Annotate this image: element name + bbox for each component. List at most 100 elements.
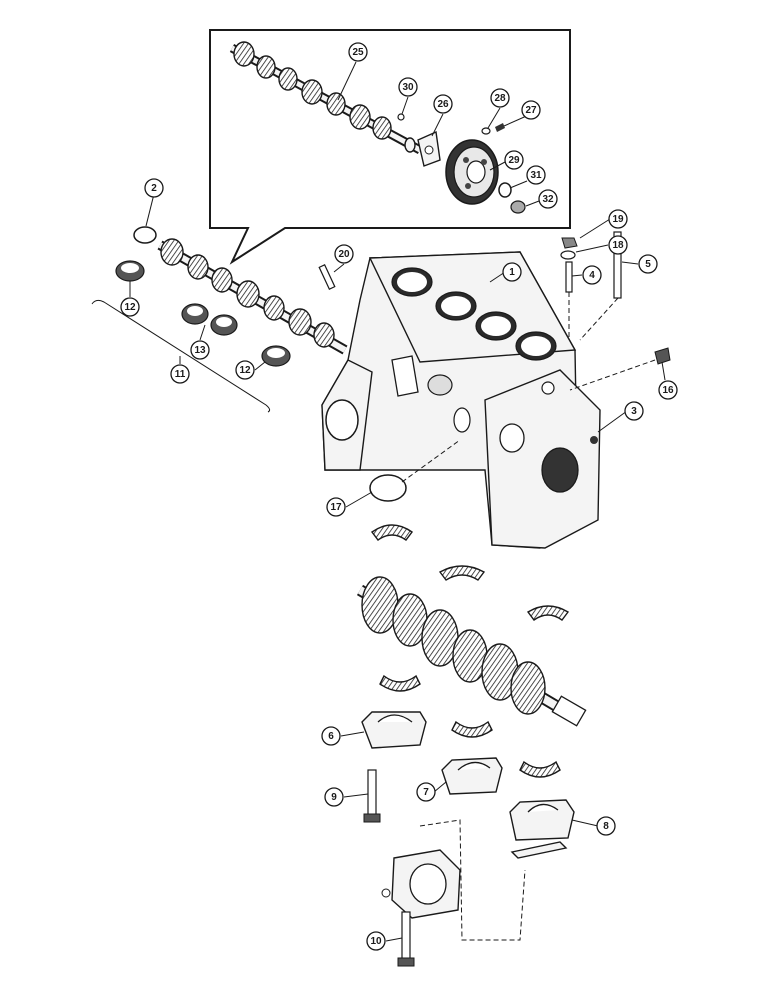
callout-number: 17	[330, 502, 342, 513]
main-bearing-upper-shells	[371, 524, 570, 621]
main-bearing-lower-shells	[379, 674, 561, 778]
callout-number: 10	[370, 936, 382, 947]
callout-number: 19	[612, 214, 624, 225]
callout-number: 27	[525, 105, 537, 116]
key	[397, 113, 405, 121]
callout-layer: 1234567891011121213161718192025262728293…	[120, 42, 678, 951]
callout-number: 25	[352, 47, 364, 58]
camshaft-detail-inset	[209, 29, 571, 265]
callout-17: 17	[326, 497, 346, 517]
callout-circle	[416, 782, 436, 802]
callout-number: 4	[589, 270, 595, 281]
callout-11: 11	[170, 364, 190, 384]
callout-number: 12	[239, 365, 251, 376]
callout-circle	[433, 94, 453, 114]
camshaft	[157, 238, 348, 355]
camshaft-gear	[445, 139, 499, 205]
callout-circle	[608, 235, 628, 255]
callout-number: 1	[509, 267, 515, 278]
callout-circle	[235, 360, 255, 380]
callout-16: 16	[658, 380, 678, 400]
callout-32: 32	[538, 189, 558, 209]
oil-pump-assembly	[381, 819, 568, 941]
callout-number: 2	[151, 183, 157, 194]
callout-circle	[170, 364, 190, 384]
callout-13: 13	[190, 340, 210, 360]
crankshaft	[356, 576, 587, 727]
callout-4: 4	[582, 265, 602, 285]
callout-27: 27	[521, 100, 541, 120]
callout-number: 18	[612, 240, 624, 251]
main-bearing-bolt	[363, 769, 381, 823]
callout-6: 6	[321, 726, 341, 746]
callout-1: 1	[502, 262, 522, 282]
callout-12: 12	[235, 360, 255, 380]
callout-number: 3	[631, 406, 637, 417]
callout-number: 26	[437, 99, 449, 110]
callout-circle	[638, 254, 658, 274]
camshaft-detail	[229, 41, 423, 154]
callout-circle	[504, 150, 524, 170]
callout-circle	[366, 931, 386, 951]
gear-nut	[510, 200, 526, 214]
callout-number: 7	[423, 787, 429, 798]
callout-number: 11	[175, 369, 186, 380]
callout-5: 5	[638, 254, 658, 274]
callout-10: 10	[366, 931, 386, 951]
callout-18: 18	[608, 235, 628, 255]
callout-number: 30	[402, 82, 414, 93]
callout-circle	[120, 297, 140, 317]
callout-number: 13	[194, 345, 206, 356]
main-bearing-cap-center	[441, 757, 503, 795]
callout-circle	[658, 380, 678, 400]
cam-bearings	[91, 260, 291, 413]
callout-circle	[348, 42, 368, 62]
dowel-stud	[318, 264, 336, 290]
callout-number: 29	[508, 155, 520, 166]
nut	[561, 237, 578, 249]
callout-25: 25	[348, 42, 368, 62]
main-bearing-cap-rear	[509, 799, 575, 841]
callout-circle	[624, 401, 644, 421]
callout-circle	[538, 189, 558, 209]
callout-number: 12	[124, 302, 136, 313]
gear-washer	[498, 182, 512, 198]
callout-3: 3	[624, 401, 644, 421]
callout-9: 9	[324, 787, 344, 807]
drain-cock	[569, 347, 671, 391]
oil-pump-bolt	[397, 911, 415, 967]
cylinder-block	[321, 251, 601, 549]
washer	[560, 250, 576, 260]
callout-circle	[144, 178, 164, 198]
callout-circle	[596, 816, 616, 836]
head-stud-long	[579, 231, 622, 341]
main-bearing-cap-front	[361, 711, 427, 749]
callout-circle	[526, 165, 546, 185]
callout-2: 2	[144, 178, 164, 198]
callout-circle	[608, 209, 628, 229]
callout-circle	[490, 88, 510, 108]
cam-bearing	[181, 303, 209, 325]
callout-number: 16	[662, 385, 674, 396]
callout-circle	[398, 77, 418, 97]
callout-number: 6	[328, 731, 334, 742]
cam-bearing-front	[115, 260, 145, 282]
callout-circle	[321, 726, 341, 746]
head-stud	[565, 261, 573, 340]
callout-20: 20	[334, 244, 354, 264]
callout-number: 8	[603, 821, 609, 832]
callout-28: 28	[490, 88, 510, 108]
callout-circle	[502, 262, 522, 282]
callout-circle	[190, 340, 210, 360]
cam-bearing	[210, 314, 238, 336]
callout-number: 32	[542, 194, 554, 205]
callout-circle	[521, 100, 541, 120]
callout-number: 5	[645, 259, 651, 270]
callout-30: 30	[398, 77, 418, 97]
callout-29: 29	[504, 150, 524, 170]
callout-circle	[334, 244, 354, 264]
callout-19: 19	[608, 209, 628, 229]
callout-12: 12	[120, 297, 140, 317]
lock-washer	[481, 127, 491, 135]
callout-7: 7	[416, 782, 436, 802]
